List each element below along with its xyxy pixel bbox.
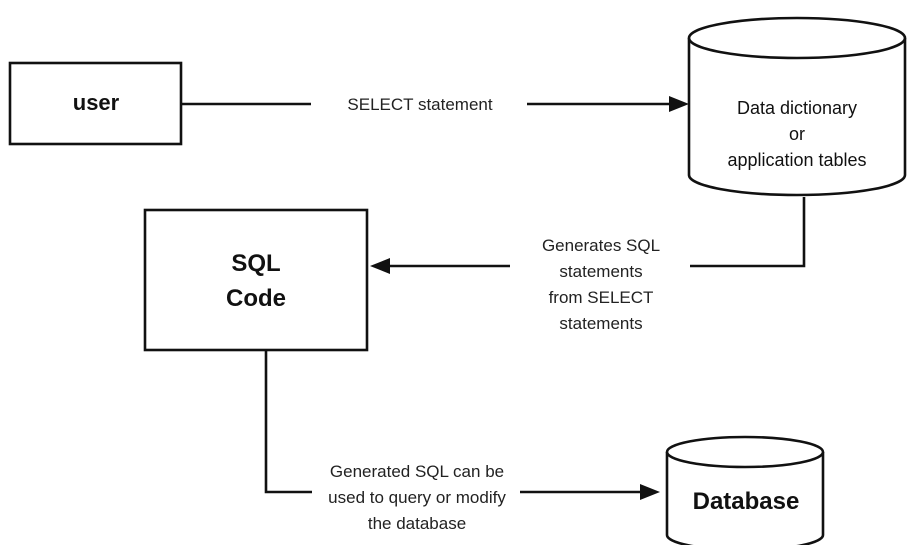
edge-label-generated-line-3: the database	[368, 514, 466, 533]
edge-label-generated-line-1: Generated SQL can be	[330, 462, 504, 481]
data-dictionary-label-line-1: Data dictionary	[737, 98, 857, 118]
data-dictionary-label-line-2: or	[789, 124, 805, 144]
database-node: Database	[665, 435, 825, 545]
user-box	[8, 61, 183, 146]
sql-code-label-line-1: SQL	[231, 250, 280, 277]
arrowhead-left	[370, 258, 390, 274]
sql-code-node: SQL Code	[143, 208, 369, 352]
edge-user-to-dictionary: SELECT statement	[181, 95, 689, 114]
sql-code-box	[143, 208, 369, 352]
data-dictionary-label-line-3: application tables	[727, 150, 866, 170]
sql-code-label-line-2: Code	[226, 285, 286, 312]
data-dictionary-cylinder-body	[687, 38, 907, 197]
database-cylinder-body	[665, 452, 825, 545]
edge-label-generates-line-2: statements	[559, 262, 642, 281]
edge-label-generates-line-4: statements	[559, 314, 642, 333]
edge-dictionary-to-sql: Generates SQL statements from SELECT sta…	[370, 197, 806, 333]
database-label: Database	[693, 488, 800, 515]
edge-line-dictionary-down-left	[690, 197, 806, 268]
data-dictionary-cylinder-top	[687, 16, 907, 60]
data-dictionary-node: Data dictionary or application tables	[687, 16, 907, 197]
edge-label-select-statement: SELECT statement	[347, 95, 492, 114]
database-cylinder-top	[665, 435, 825, 469]
edge-label-generates-line-1: Generates SQL	[542, 236, 660, 255]
user-label: user	[73, 90, 120, 115]
edge-line-sql-down-right	[264, 350, 312, 494]
edge-sql-to-database: Generated SQL can be used to query or mo…	[264, 350, 660, 533]
edge-label-generates-line-3: from SELECT	[549, 288, 654, 307]
user-node: user	[8, 61, 183, 146]
arrowhead-right-database	[640, 484, 660, 500]
arrowhead-right	[669, 96, 689, 112]
edge-label-generated-line-2: used to query or modify	[328, 488, 506, 507]
